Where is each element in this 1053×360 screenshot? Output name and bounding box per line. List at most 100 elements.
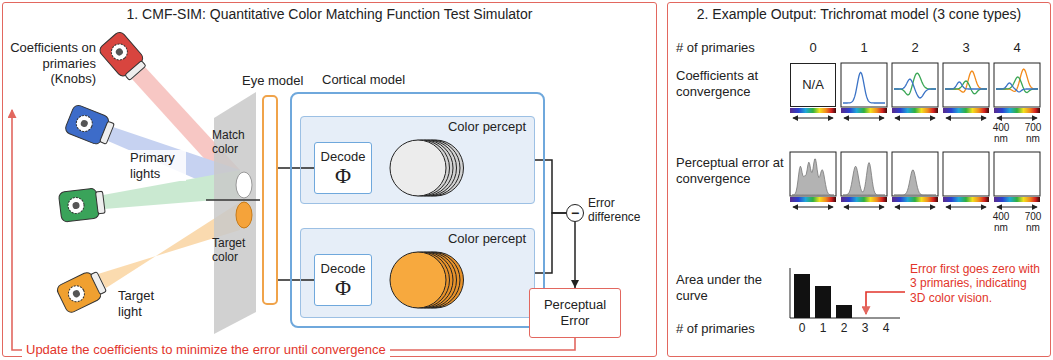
illustration-path (996, 77, 1038, 92)
illustration-rect (994, 108, 1040, 113)
illustration-rect (125, 61, 146, 81)
illustration-rect (943, 63, 989, 107)
percept-ground (300, 228, 535, 318)
node-symbol: Φ (335, 165, 351, 187)
node-label: Cortical model (292, 72, 543, 88)
node-symbol: Φ (335, 277, 351, 299)
text-label: 700 nm (1022, 211, 1044, 233)
illustration-line (997, 118, 1037, 119)
text-label: 1 (854, 40, 874, 56)
difference-node: − (566, 204, 584, 222)
text-label: 2 (834, 321, 854, 335)
illustration-line (997, 207, 1037, 208)
text-label: 1 (813, 321, 833, 335)
illustration-rect (841, 108, 887, 113)
illustration-rect (790, 152, 836, 196)
text-label: # of primaries (676, 40, 755, 56)
text-label: 0 (803, 40, 823, 56)
text-label: Coefficients at convergence (676, 68, 784, 99)
panel: 1. CMF-SIM: Quantitative Color Matching … (2, 2, 657, 357)
text-label: Target light (118, 288, 174, 319)
illustration-path (843, 163, 885, 195)
projector (58, 187, 105, 222)
eye-model-box: Eye model (262, 95, 278, 305)
illustration-line (946, 118, 986, 119)
text-label: Target color (212, 236, 258, 265)
illustration-circle (67, 197, 85, 215)
connector (278, 167, 314, 169)
illustration-rect (96, 191, 106, 214)
illustration-rect (794, 274, 810, 318)
text-label: 2 (905, 40, 925, 56)
error-box: Perceptual Error (529, 288, 621, 338)
plot-cell: N/A (790, 63, 836, 107)
illustration-rect (836, 305, 852, 318)
text-label: 400 nm (990, 122, 1012, 144)
illustration-rect (994, 63, 1040, 107)
illustration-rect (58, 188, 99, 222)
percept-box: Color perceptDecodeΦ (300, 116, 535, 204)
target-patch (236, 202, 252, 228)
illustration-path (843, 72, 885, 103)
illustration-rect (943, 197, 989, 202)
illustration-line (946, 207, 986, 208)
node-label: 1. CMF-SIM: Quantitative Color Matching … (3, 3, 656, 23)
illustration-rect (892, 63, 938, 107)
illustration-rect (943, 152, 989, 196)
illustration-rect (815, 286, 831, 318)
text-label: 400 nm (990, 211, 1012, 233)
illustration-path (894, 73, 936, 95)
text-label: 3 (956, 40, 976, 56)
illustration-circle (390, 252, 446, 308)
illustration-circle (72, 202, 80, 210)
node-label: Color percept (301, 117, 534, 135)
illustration-circle (108, 41, 131, 64)
percept-ground (300, 116, 535, 204)
illustration-circle (74, 113, 95, 134)
illustration-circle (66, 283, 87, 304)
illustration-circle (72, 289, 81, 298)
node-label: Perceptual Error (530, 297, 620, 330)
projector (98, 30, 150, 83)
illustration-rect (943, 108, 989, 113)
text-label: # of primaries (676, 321, 755, 337)
illustration-rect (892, 197, 938, 202)
text-label: Primary lights (128, 150, 186, 181)
node-label: Decode (321, 261, 366, 277)
illustration-line (844, 207, 884, 208)
decode-box: DecodeΦ (314, 142, 372, 194)
illustration-line (895, 118, 935, 119)
illustration-line (790, 268, 791, 318)
text-label: Error difference (588, 196, 652, 225)
node-label: 2. Example Output: Trichromat model (3 c… (668, 3, 1050, 23)
illustration-path (945, 81, 987, 94)
text-label: Coefficients on primaries (Knobs) (4, 40, 96, 87)
illustration-line (793, 118, 833, 119)
illustration-rect (841, 152, 887, 196)
node-label: Decode (321, 149, 366, 165)
node-label: Color percept (301, 229, 534, 247)
feedback-line (12, 110, 575, 350)
decode-box: DecodeΦ (314, 254, 372, 306)
illustration-rect (90, 272, 106, 295)
connector (278, 279, 314, 281)
node-label: N/A (802, 77, 824, 93)
illustration-rect (994, 197, 1040, 202)
percept-stacks (390, 140, 464, 308)
projector (55, 268, 108, 314)
illustration-path (996, 83, 1038, 92)
screen-divider (206, 199, 260, 201)
text-label: Error first goes zero with 3 primaries, … (910, 262, 1044, 305)
text-label: 700 nm (1022, 122, 1044, 144)
text-label: Match color (212, 128, 258, 157)
text-label: Perceptual error at convergence (676, 155, 784, 186)
illustration-rect (841, 63, 887, 107)
illustration-circle (114, 47, 124, 57)
illustration-rect (841, 197, 887, 202)
annotation-arrow (866, 292, 905, 314)
match-patch (236, 172, 252, 198)
illustration-rect (892, 108, 938, 113)
projector (64, 104, 116, 148)
